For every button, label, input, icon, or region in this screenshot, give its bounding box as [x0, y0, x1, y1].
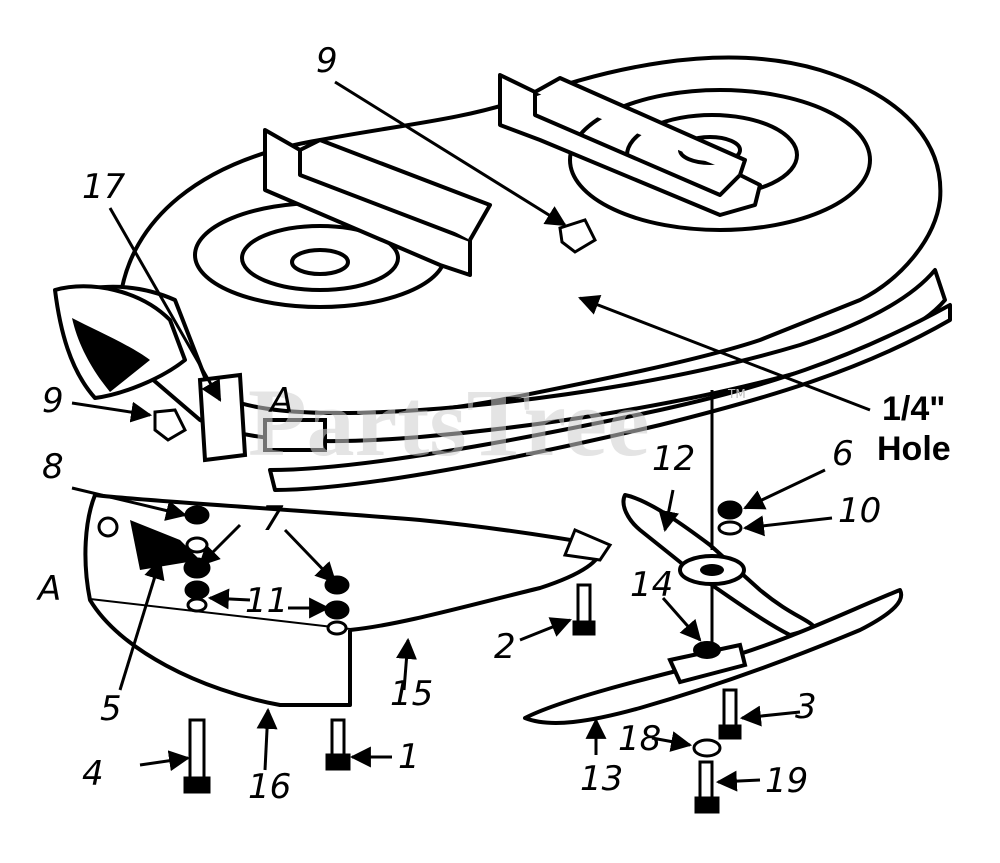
- adapter-14: [667, 641, 748, 685]
- rear-baffle: [83, 493, 603, 707]
- deck-bracket-left: [263, 128, 492, 277]
- washer-10: [717, 520, 743, 536]
- clip-9-left: [153, 408, 187, 442]
- callout-9-top: 9: [316, 41, 338, 81]
- callout-6: 6: [832, 434, 854, 474]
- callout-11: 11: [245, 581, 288, 621]
- hardware-stack-right: [324, 575, 350, 636]
- callout-a-baffle: A: [36, 569, 61, 609]
- callout-17: 17: [82, 167, 126, 207]
- nut-6: [717, 500, 743, 520]
- baffle-bolt-slot: [130, 520, 200, 570]
- hole-note-label: Hole: [877, 430, 951, 468]
- bolt-2: [572, 583, 596, 636]
- callout-7: 7: [262, 499, 284, 539]
- callout-15: 15: [390, 674, 433, 714]
- deck-plate: [562, 528, 613, 562]
- callout-14: 14: [630, 565, 673, 605]
- callout-5: 5: [100, 689, 122, 729]
- watermark-tm: TM: [727, 387, 746, 401]
- callout-12: 12: [652, 439, 695, 479]
- watermark-text: PartsTree: [248, 369, 650, 476]
- bolt-4: [183, 718, 211, 794]
- callout-4: 4: [82, 754, 104, 794]
- callout-1: 1: [398, 737, 420, 777]
- callout-13: 13: [580, 759, 623, 799]
- callout-19: 19: [765, 761, 808, 801]
- callout-18: 18: [618, 719, 661, 759]
- discharge-chute-shadow: [72, 318, 150, 392]
- callout-16: 16: [248, 767, 291, 807]
- callout-9-left: 9: [42, 381, 64, 421]
- callout-a-deck: A: [268, 381, 293, 421]
- leader-lines: [71, 80, 871, 792]
- bolt-19: [694, 760, 720, 814]
- blade-13: [523, 588, 904, 725]
- clip-9-top: [558, 218, 597, 254]
- callout-3: 3: [795, 687, 817, 727]
- callout-2: 2: [494, 627, 516, 667]
- deck-bracket-right: [498, 73, 762, 217]
- hole-note-size: 1/4": [882, 390, 945, 428]
- washer-18: [692, 738, 722, 758]
- adapter-center: [700, 564, 724, 576]
- callout-8: 8: [42, 447, 64, 487]
- callout-10: 10: [838, 491, 881, 531]
- bolt-3: [718, 688, 742, 740]
- baffle-hole: [97, 516, 119, 538]
- bolt-1: [325, 718, 351, 771]
